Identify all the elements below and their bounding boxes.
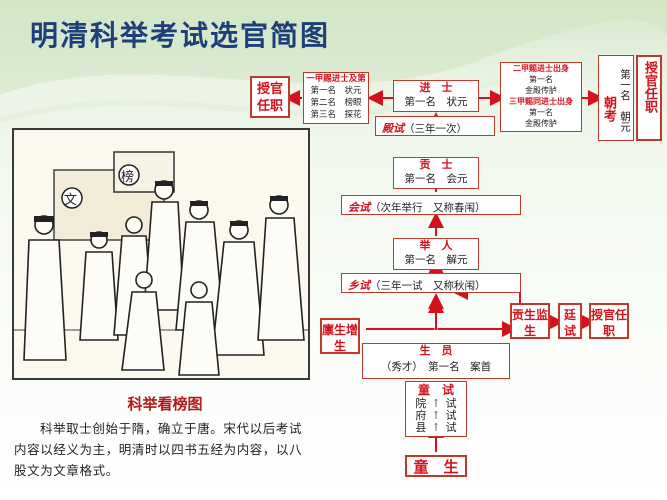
node-gongshi: 贡 士 第一名 会元 bbox=[393, 157, 479, 189]
juren-title: 举 人 bbox=[419, 239, 453, 252]
dianshi-sub: （三年一次） bbox=[404, 123, 467, 135]
exam-results-illustration: 文 榜 bbox=[12, 128, 310, 380]
node-huishi: 会试（次年举行 又称春闱） bbox=[341, 195, 521, 215]
yijia-row-1: 第一名 状元 bbox=[310, 86, 362, 96]
juren-sub: 第一名 解元 bbox=[404, 254, 468, 266]
yijia-row-2: 第二名 榜眼 bbox=[310, 98, 362, 108]
chaokao-title: 朝考 bbox=[601, 96, 616, 122]
xiangshi-title: 乡试 bbox=[348, 279, 370, 292]
shengyuan-sub: （秀才） 第一名 案首 bbox=[380, 361, 492, 373]
node-erjia: 二甲赐进士出身 第一名 金殿传胪 三甲赐同进士出身 第一名 金殿传胪 bbox=[500, 62, 582, 132]
erjia-l6: 金殿传胪 bbox=[525, 119, 557, 128]
dianshi-title: 殿试 bbox=[382, 122, 404, 135]
tingshi-label: 廷试 bbox=[563, 308, 576, 338]
erjia-l1: 二甲赐进士出身 bbox=[513, 63, 569, 73]
erjia-l3: 金殿传胪 bbox=[525, 86, 557, 95]
caption-heading: 科举看榜图 bbox=[127, 395, 203, 413]
chaokao-text: 第一名 朝元 bbox=[619, 68, 631, 132]
erjia-l2: 第一名 bbox=[529, 75, 553, 84]
node-shengyuan: 生 员 （秀才） 第一名 案首 bbox=[362, 343, 510, 379]
level-fu: 府 bbox=[415, 409, 427, 422]
node-shouguan-right: 授官任职 bbox=[636, 55, 662, 141]
level-xian: 县 bbox=[415, 421, 427, 434]
shouguan-right-label: 授官任职 bbox=[642, 61, 657, 113]
node-tingshi: 廷试 bbox=[558, 303, 582, 339]
xiangshi-sub: （三年一试 又称秋闱） bbox=[370, 280, 486, 292]
tongsheng-label: 童 生 bbox=[413, 458, 459, 476]
shouguan-left-label: 授官任职 bbox=[256, 82, 283, 114]
yijia-title: 一甲赐进士及第 bbox=[306, 74, 366, 84]
test-yuan: 试 bbox=[445, 397, 457, 410]
node-shouguan-left: 授官任职 bbox=[250, 76, 290, 118]
level-yuan: 院 bbox=[415, 397, 427, 410]
node-chaokao: 第一名 朝元 朝考 bbox=[598, 55, 634, 141]
gongshi-sub: 第一名 会元 bbox=[404, 173, 468, 185]
erjia-l5: 第一名 bbox=[529, 108, 553, 117]
node-shouguan-mid: 授官任职 bbox=[589, 303, 629, 339]
node-dianshi: 殿试（三年一次） bbox=[375, 116, 495, 136]
gongshi-title: 贡 士 bbox=[419, 158, 453, 171]
caption-text: 科举取士创始于隋，确立于唐。宋代以后考试内容以经义为主，明清时以四书五经为内容，… bbox=[14, 421, 303, 478]
linsheng-label: 廪生增生 bbox=[322, 323, 359, 353]
shengyuan-title: 生 员 bbox=[419, 344, 453, 357]
gongsheng-label: 贡生监生 bbox=[512, 308, 549, 338]
node-gongsheng: 贡生监生 bbox=[510, 303, 550, 339]
jinshi-sub: 第一名 状元 bbox=[404, 96, 468, 108]
board-sign-right: 榜 bbox=[121, 169, 134, 185]
erjia-l4: 三甲赐同进士出身 bbox=[509, 96, 573, 106]
shouguan-mid-label: 授官任职 bbox=[591, 308, 628, 338]
node-tongsheng: 童 生 bbox=[405, 455, 467, 477]
tongshi-title: 童 试 bbox=[417, 383, 454, 397]
huishi-sub: （次年举行 又称春闱） bbox=[370, 202, 486, 214]
node-juren: 举 人 第一名 解元 bbox=[393, 238, 479, 270]
yijia-row-3: 第三名 探花 bbox=[310, 110, 362, 120]
woodcut-picture: 文 榜 bbox=[14, 130, 308, 378]
test-fu: 试 bbox=[445, 409, 457, 422]
node-jinshi: 进 士 第一名 状元 bbox=[393, 80, 479, 112]
page-title: 明清科举考试选官简图 bbox=[30, 19, 331, 52]
node-yijia: 一甲赐进士及第 第一名 状元 第二名 榜眼 第三名 探花 bbox=[303, 72, 369, 124]
node-linsheng: 廪生增生 bbox=[320, 318, 360, 354]
board-sign-left: 文 bbox=[64, 193, 77, 208]
huishi-title: 会试 bbox=[348, 201, 370, 214]
test-xian: 试 bbox=[445, 421, 457, 434]
node-tongshi: 童 试 院 府 县 ↑↑↑ 试 试 试 bbox=[405, 381, 467, 437]
jinshi-title: 进 士 bbox=[419, 81, 453, 94]
node-xiangshi: 乡试（三年一试 又称秋闱） bbox=[341, 273, 521, 293]
